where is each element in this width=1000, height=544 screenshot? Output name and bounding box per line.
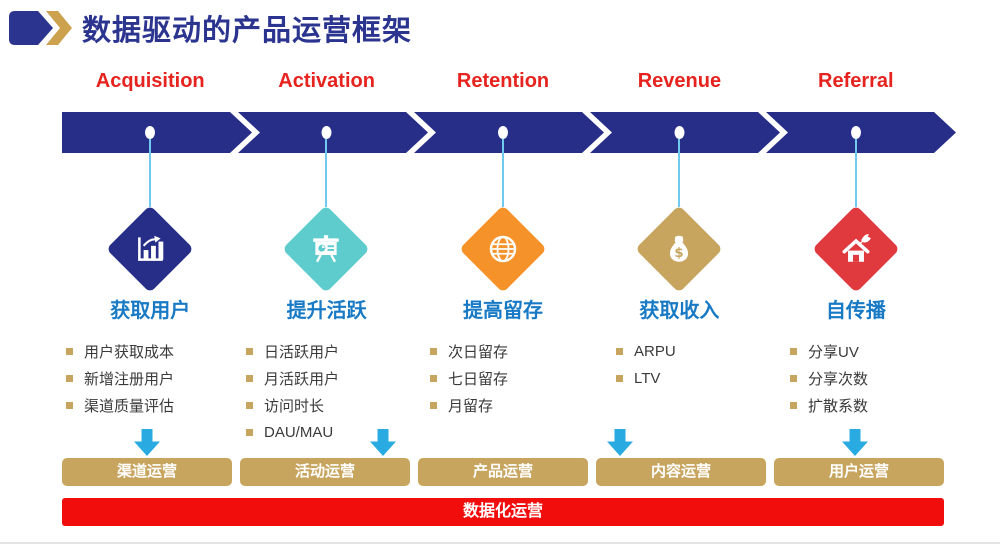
metric-item: 分享UV — [790, 338, 868, 365]
connector-line — [502, 139, 504, 207]
flow-dot — [145, 126, 155, 139]
bullet-square-icon — [430, 375, 437, 382]
stage-label-improve-retention: 提高留存 — [463, 300, 544, 322]
bar-chart-icon — [119, 218, 181, 280]
flow-dot — [321, 126, 332, 139]
metric-item: 用户获取成本 — [66, 338, 174, 365]
connector-line — [325, 139, 327, 207]
metric-list-retention: 次日留存 七日留存 月留存 — [430, 338, 508, 419]
metric-list-referral: 分享UV 分享次数 扩散系数 — [790, 338, 868, 419]
metric-item: 七日留存 — [430, 365, 508, 392]
metric-item: 扩散系数 — [790, 392, 868, 419]
connector-line — [855, 139, 857, 207]
metric-item: 新增注册用户 — [66, 365, 174, 392]
bullet-square-icon — [66, 348, 73, 355]
metric-list-activation: 日活跃用户 月活跃用户 访问时长 DAU/MAU — [246, 338, 339, 446]
stage-label-boost-activity: 提升活跃 — [286, 300, 367, 322]
metric-list-revenue: ARPU LTV — [616, 338, 676, 392]
down-arrow-icon — [842, 429, 868, 456]
metric-item: DAU/MAU — [246, 419, 339, 446]
metric-item: 分享次数 — [790, 365, 868, 392]
svg-text:$: $ — [674, 246, 683, 261]
stage-diamond-retention — [459, 205, 547, 293]
bullet-square-icon — [430, 348, 437, 355]
metric-item: 日活跃用户 — [246, 338, 339, 365]
page-title: 数据驱动的产品运营框架 — [82, 15, 413, 47]
operation-bar-content: 内容运营 — [596, 458, 766, 486]
slide-title-block: 数据驱动的产品运营框架 — [8, 8, 412, 48]
stage-heading-row: Acquisition Activation Retention Revenue… — [62, 70, 944, 93]
metric-item: 访问时长 — [246, 392, 339, 419]
operation-bar-user: 用户运营 — [774, 458, 944, 486]
stage-diamond-activation — [282, 205, 370, 293]
stage-heading-activation: Activation — [278, 70, 375, 92]
globe-icon — [472, 218, 534, 280]
metric-item: 月活跃用户 — [246, 365, 339, 392]
bullet-square-icon — [246, 429, 253, 436]
title-arrow-icon — [9, 11, 72, 45]
stage-heading-acquisition: Acquisition — [95, 70, 205, 92]
metric-list-acquisition: 用户获取成本 新增注册用户 渠道质量评估 — [66, 338, 174, 419]
bullet-square-icon — [430, 402, 437, 409]
metric-item: LTV — [616, 365, 676, 392]
eco-house-icon — [825, 218, 887, 280]
stage-heading-revenue: Revenue — [637, 70, 722, 92]
stage-label-self-propagation: 自传播 — [825, 300, 886, 322]
down-arrow-icon — [370, 429, 396, 456]
presentation-board-icon — [295, 218, 357, 280]
money-bag-icon: $ — [648, 218, 710, 280]
stage-diamond-revenue: $ — [635, 205, 723, 293]
flow-chevron-band — [62, 112, 956, 153]
metric-item: 渠道质量评估 — [66, 392, 174, 419]
bullet-square-icon — [616, 348, 623, 355]
connector-line — [149, 139, 151, 207]
flow-dot — [498, 126, 508, 139]
operation-bar-channel: 渠道运营 — [62, 458, 232, 486]
stage-label-acquire-users: 获取用户 — [110, 300, 191, 322]
flow-dot — [851, 126, 861, 139]
bullet-square-icon — [66, 402, 73, 409]
bullet-square-icon — [616, 375, 623, 382]
stage-heading-retention: Retention — [456, 70, 550, 92]
bullet-square-icon — [790, 348, 797, 355]
bullet-square-icon — [790, 402, 797, 409]
stage-label-gain-revenue: 获取收入 — [639, 300, 720, 322]
metric-item: 次日留存 — [430, 338, 508, 365]
bullet-square-icon — [246, 375, 253, 382]
connector-line — [678, 139, 680, 207]
down-arrow-icon — [134, 429, 160, 456]
operation-bar-product: 产品运营 — [418, 458, 588, 486]
bullet-square-icon — [246, 402, 253, 409]
operation-bar-row: 渠道运营 活动运营 产品运营 内容运营 用户运营 — [62, 458, 944, 486]
data-operation-banner: 数据化运营 — [62, 498, 944, 526]
metric-item: 月留存 — [430, 392, 508, 419]
operation-bar-campaign: 活动运营 — [240, 458, 410, 486]
stage-heading-referral: Referral — [818, 70, 894, 92]
down-arrow-icon — [607, 429, 633, 456]
bullet-square-icon — [246, 348, 253, 355]
stage-diamond-referral — [812, 205, 900, 293]
flow-dot — [674, 126, 685, 139]
bullet-square-icon — [66, 375, 73, 382]
stage-diamond-acquisition — [106, 205, 194, 293]
metric-item: ARPU — [616, 338, 676, 365]
bullet-square-icon — [790, 375, 797, 382]
stage-label-row: 获取用户 提升活跃 提高留存 获取收入 自传播 — [62, 294, 944, 323]
